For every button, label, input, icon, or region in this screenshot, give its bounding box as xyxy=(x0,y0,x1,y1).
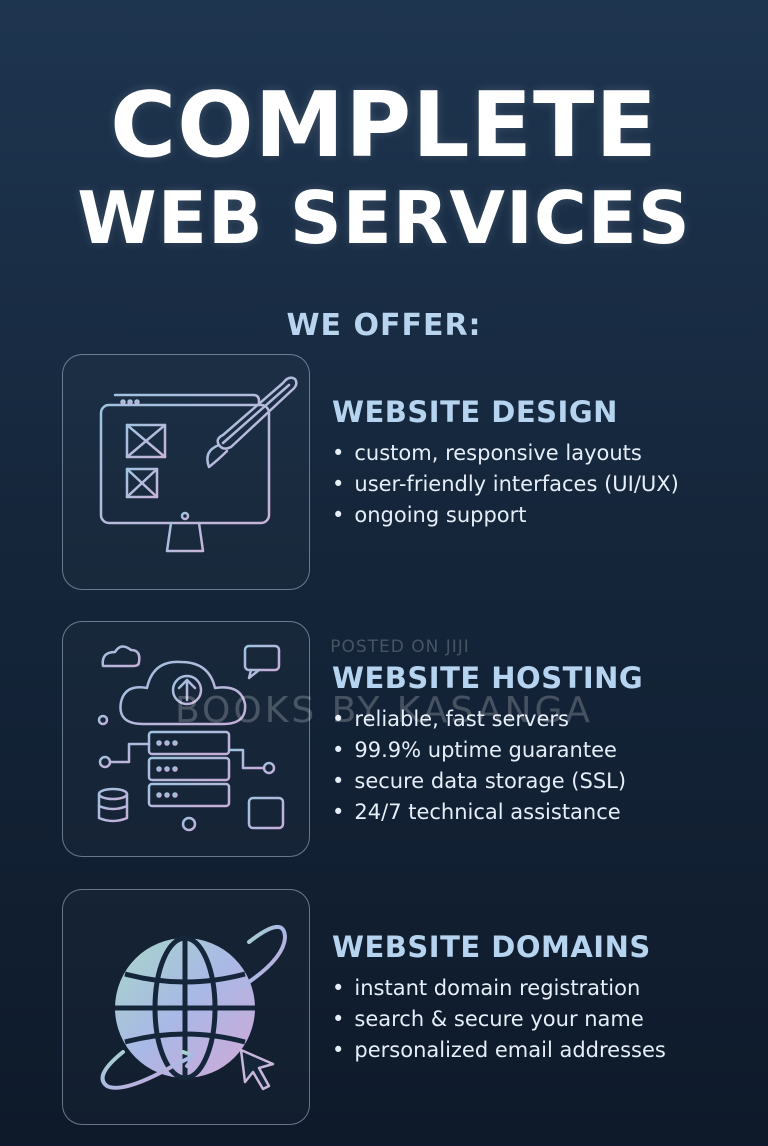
headline-line-1: COMPLETE xyxy=(110,73,658,178)
website-domains-list: instant domain registration search & sec… xyxy=(332,973,752,1066)
list-item: personalized email addresses xyxy=(332,1035,752,1066)
website-hosting-title: WEBSITE HOSTING xyxy=(332,661,644,695)
website-hosting-list: reliable, fast servers 99.9% uptime guar… xyxy=(332,704,752,828)
list-item: user-friendly interfaces (UI/UX) xyxy=(332,469,752,500)
list-item: reliable, fast servers xyxy=(332,704,752,735)
domains-icon-card xyxy=(62,889,310,1125)
cloud-server-icon xyxy=(97,644,285,832)
hosting-icon-card xyxy=(62,621,310,857)
website-domains-title: WEBSITE DOMAINS xyxy=(332,930,651,964)
website-domains-section: WEBSITE DOMAINS instant domain registrat… xyxy=(332,929,752,1066)
website-design-section: WEBSITE DESIGN custom, responsive layout… xyxy=(332,394,752,531)
website-hosting-section: WEBSITE HOSTING reliable, fast servers 9… xyxy=(332,660,752,828)
design-icon-card xyxy=(62,354,310,590)
list-item: search & secure your name xyxy=(332,1004,752,1035)
list-item: secure data storage (SSL) xyxy=(332,766,752,797)
headline-line-2: WEB SERVICES xyxy=(77,176,691,260)
monitor-paintbrush-icon xyxy=(99,376,298,557)
list-item: ongoing support xyxy=(332,500,752,531)
list-item: custom, responsive layouts xyxy=(332,438,752,469)
list-item: 99.9% uptime guarantee xyxy=(332,735,752,766)
list-item: 24/7 technical assistance xyxy=(332,797,752,828)
website-design-list: custom, responsive layouts user-friendly… xyxy=(332,438,752,531)
we-offer-label: WE OFFER: xyxy=(286,308,482,343)
list-item: instant domain registration xyxy=(332,973,752,1004)
website-design-title: WEBSITE DESIGN xyxy=(332,395,618,429)
globe-cursor-icon xyxy=(100,925,288,1091)
